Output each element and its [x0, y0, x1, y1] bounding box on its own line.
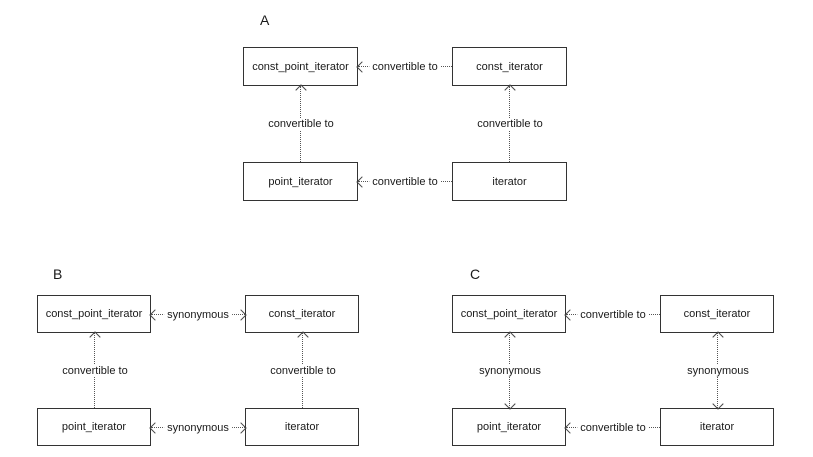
edge-horizontal-top: convertible to [356, 61, 452, 73]
arrowhead-left-icon [356, 61, 368, 73]
edge-horizontal-top: convertible to [564, 309, 660, 321]
node-iterator: iterator [245, 408, 359, 446]
node-const-iterator: const_iterator [245, 295, 359, 333]
node-iterator: iterator [660, 408, 774, 446]
edge-vertical-left: convertible to [265, 84, 337, 162]
diagram-b-label: B [53, 266, 63, 282]
node-point-iterator: point_iterator [243, 162, 358, 201]
edge-label: synonymous [476, 364, 544, 377]
node-point-iterator: point_iterator [452, 408, 566, 446]
edge-vertical-left: convertible to [59, 331, 131, 408]
arrowhead-up-icon [295, 84, 307, 96]
arrowhead-up-icon [712, 331, 724, 343]
edge-vertical-left: synonymous [476, 331, 544, 410]
arrowhead-up-icon [504, 331, 516, 343]
node-iterator: iterator [452, 162, 567, 201]
edge-label: convertible to [577, 422, 649, 434]
edge-horizontal-top: synonymous [149, 309, 247, 321]
node-const-iterator: const_iterator [452, 47, 567, 86]
node-const-point-iterator: const_point_iterator [37, 295, 151, 333]
edge-horizontal-bottom: convertible to [356, 176, 452, 188]
edge-label: convertible to [265, 118, 337, 130]
edge-horizontal-bottom: convertible to [564, 422, 660, 434]
arrowhead-left-icon [564, 422, 576, 434]
node-point-iterator: point_iterator [37, 408, 151, 446]
edge-label: synonymous [684, 364, 752, 377]
edge-label: convertible to [267, 364, 339, 377]
edge-label: convertible to [369, 61, 441, 73]
arrowhead-up-icon [297, 331, 309, 343]
arrowhead-left-icon [356, 176, 368, 188]
edge-vertical-right: convertible to [474, 84, 546, 162]
node-const-iterator: const_iterator [660, 295, 774, 333]
edge-vertical-right: synonymous [684, 331, 752, 410]
diagram-a-label: A [260, 12, 270, 28]
edge-label: synonymous [164, 422, 232, 434]
diagram-c-label: C [470, 266, 481, 282]
edge-label: convertible to [369, 176, 441, 188]
edge-label: synonymous [164, 309, 232, 321]
arrowhead-left-icon [564, 309, 576, 321]
edge-label: convertible to [474, 118, 546, 130]
edge-label: convertible to [59, 364, 131, 377]
arrowhead-left-icon [149, 422, 161, 434]
node-const-point-iterator: const_point_iterator [452, 295, 566, 333]
edge-horizontal-bottom: synonymous [149, 422, 247, 434]
edge-label: convertible to [577, 309, 649, 321]
arrowhead-left-icon [149, 309, 161, 321]
arrowhead-up-icon [89, 331, 101, 343]
arrowhead-up-icon [504, 84, 516, 96]
node-const-point-iterator: const_point_iterator [243, 47, 358, 86]
edge-vertical-right: convertible to [267, 331, 339, 408]
